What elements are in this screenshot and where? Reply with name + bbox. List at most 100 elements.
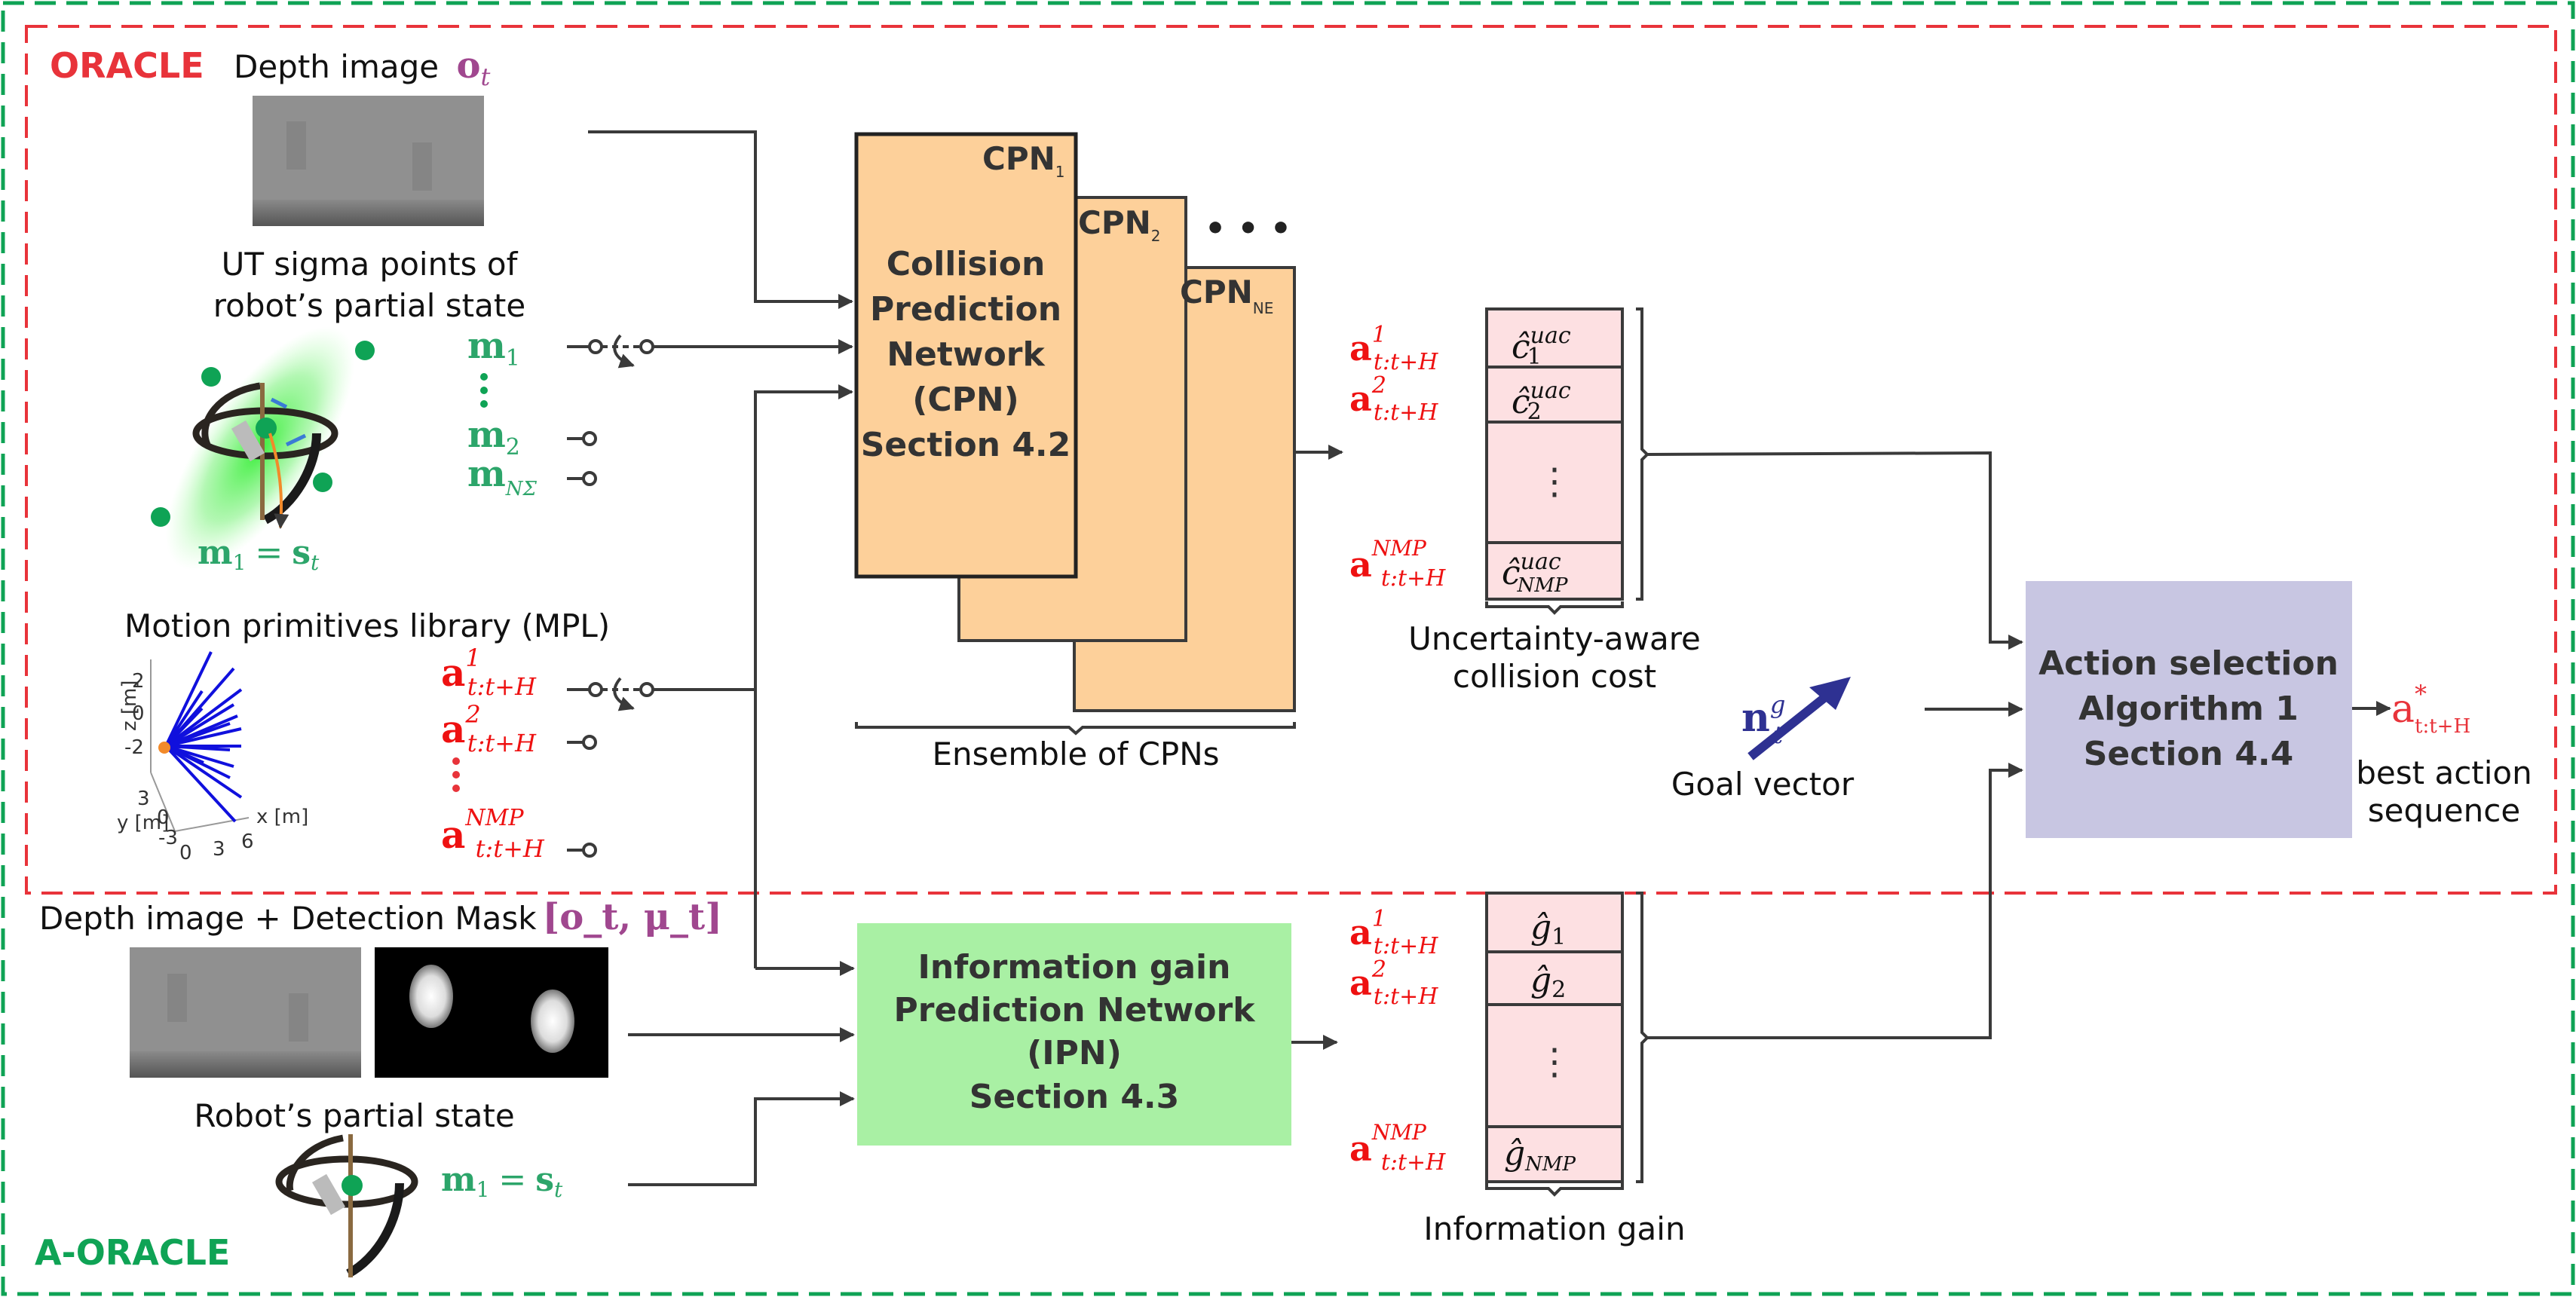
y-tick: 3 [137,788,150,810]
ig-cell-n: ĝNMP [1504,1134,1576,1176]
ig-to-action-connector [1647,763,2023,1039]
collision-cost-bottom-brace [1485,601,1624,615]
a-oracle-label: A-ORACLE [35,1232,230,1273]
x-tick: 6 [241,831,254,853]
sigma-point [355,341,375,360]
drone-sigma-illustration [151,326,375,570]
information-gain-label: Information gain [1423,1210,1685,1247]
action-selection-line: Algorithm 1 [2078,690,2299,728]
best-action-symbol: a*t:t+H [2391,680,2470,738]
cpn-title-line: Section 4.2 [861,426,1071,464]
oracle-frame [25,25,2557,895]
y-tick: 0 [157,806,170,829]
cpn-ne-tag: CPNNE [1180,274,1273,317]
x-tick: 0 [179,842,192,864]
z-tick: 2 [132,670,145,693]
best-action-label: best action [2356,754,2532,791]
y-tick: -3 [158,827,178,849]
ipn-title-line: Information gain [918,948,1231,987]
robot-state-label: Robot’s partial state [194,1097,514,1134]
sigma-point-label-2: m2 [467,414,520,460]
cpn-ellipsis: • • • [1205,210,1291,248]
action-selection-line: Section 4.4 [2084,735,2294,773]
oracle-label: ORACLE [50,45,204,86]
z-tick: -2 [124,736,144,759]
mpl-origin [158,742,170,754]
ipn-title-line: Prediction Network [894,991,1257,1029]
drone-illustration [275,1134,418,1278]
ig-cell-ellipsis: ⋮ [1536,1041,1573,1083]
cpn-ensemble: CPN1 CPN2 CPNNE • • • Collision Predicti… [854,132,1296,712]
detection-mask-image [375,947,608,1078]
depth-image-label: Depth image ot [234,44,490,91]
z-axis-label: z [m] [118,680,141,731]
sigma-point-label-1: m1 [467,325,520,372]
cpn-title-line: Network [887,335,1046,374]
mpl-label: Motion primitives library (MPL) [124,607,610,644]
cpn-title-line: Collision [887,245,1046,283]
best-action-label-2: sequence [2368,792,2520,829]
collision-cost-label: Uncertainty-aware [1408,620,1701,657]
information-gain-matrix: ĝ1 ĝ2 ⋮ ĝNMP [1485,892,1624,1183]
action-selection-line: Action selection [2038,644,2339,683]
collision-to-action-connector [1646,451,2023,650]
cpn-2-tag: CPN2 [1078,204,1161,245]
sigma-points-label: UT sigma points of [222,246,519,283]
x-axis-label: x [m] [256,806,308,828]
state-equation: m1=st [198,534,320,575]
depth-image [253,96,484,226]
cpn-title-line: (CPN) [912,381,1019,419]
a-oracle-state-equation: m1=st [441,1161,563,1202]
state-to-ipn-connector [628,1091,855,1186]
action-selection-block: Action selection Algorithm 1 Section 4.4 [2026,581,2352,838]
ensemble-label: Ensemble of CPNs [932,736,1219,772]
sigma-points-label-2: robot’s partial state [213,287,525,324]
goal-arrow-icon [1747,677,1851,760]
sigma-point-label-n: mNΣ [467,453,538,500]
goal-label: Goal vector [1671,766,1855,803]
ig-cell-1: ĝ1 [1530,908,1566,950]
ensemble-brace [855,722,1296,736]
x-tick: 3 [213,838,225,861]
ipn-title-line: (IPN) [1027,1034,1122,1072]
ig-side-brace [1636,892,1649,1183]
action-ellipsis [452,757,460,792]
mpl-plot: z [m] 2 0 -2 3 y [m] 0 -3 0 3 6 x [m] [117,651,308,864]
action-switch [567,677,755,858]
z-tick: 0 [132,702,145,725]
a-oracle-depth-image [130,947,361,1078]
collision-cost-side-brace [1636,307,1649,601]
sigma-ellipsis [480,373,488,408]
ipn-block: Information gain Prediction Network (IPN… [857,923,1291,1146]
a-oracle-input-label: Depth image + Detection Mask[o_t, μ_t] [39,896,722,938]
sigma-point [151,507,170,527]
ipn-title-line: Section 4.3 [969,1078,1180,1116]
cpn-title-line: Prediction [870,290,1061,329]
collision-cost-label-2: collision cost [1453,658,1656,695]
cpn-input-connectors [588,130,853,968]
sigma-point [201,367,221,387]
ig-bottom-brace [1485,1183,1624,1197]
ig-cell-2: ĝ2 [1530,961,1566,1003]
sigma-point-switch [567,334,853,486]
y-axis-label: y [m] [117,812,169,834]
sigma-point-center [256,418,277,439]
cpn-1-box [854,132,1078,579]
cc-cell-ellipsis: ⋮ [1536,460,1573,503]
sigma-point [313,473,332,492]
